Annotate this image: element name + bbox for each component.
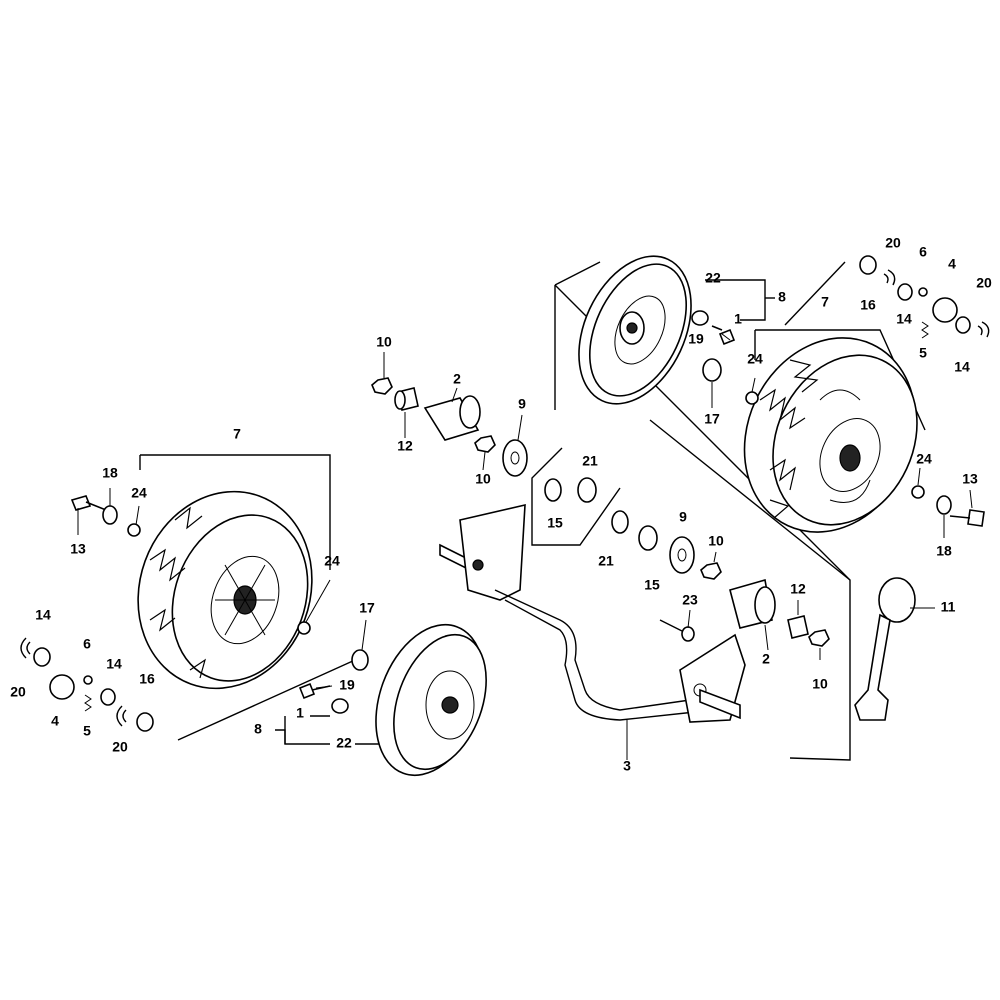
callout-20: 20 [976, 275, 992, 291]
callout-6: 6 [919, 244, 927, 260]
callout-13: 13 [962, 471, 978, 487]
callout-16: 16 [139, 671, 155, 687]
wheel-upper [743, 337, 918, 533]
callout-8: 8 [254, 721, 262, 737]
callout-10: 10 [812, 676, 828, 692]
callout-17: 17 [359, 600, 375, 616]
callout-1: 1 [296, 705, 304, 721]
small-parts [20, 255, 990, 732]
callout-1: 1 [734, 311, 742, 327]
callout-24: 24 [131, 485, 147, 501]
callout-10: 10 [475, 471, 491, 487]
callout-3: 3 [623, 758, 631, 774]
callout-24: 24 [916, 451, 932, 467]
callout-2: 2 [453, 371, 461, 387]
callout-14: 14 [106, 656, 122, 672]
callout-20: 20 [112, 739, 128, 755]
callout-14: 14 [954, 359, 970, 375]
height-lever [854, 577, 916, 721]
callout-24: 24 [324, 553, 340, 569]
callout-18: 18 [936, 543, 952, 559]
callout-22: 22 [705, 270, 721, 286]
axle-shaft [439, 503, 746, 723]
callout-14: 14 [896, 311, 912, 327]
callout-10: 10 [376, 334, 392, 350]
callout-6: 6 [83, 636, 91, 652]
callout-23: 23 [682, 592, 698, 608]
callout-9: 9 [518, 396, 526, 412]
wheel-lower [137, 490, 313, 690]
callout-4: 4 [948, 256, 956, 272]
callout-19: 19 [688, 331, 704, 347]
callout-21: 21 [598, 553, 614, 569]
callout-5: 5 [83, 723, 91, 739]
callout-12: 12 [397, 438, 413, 454]
pulley-lower [375, 623, 487, 777]
callout-20: 20 [10, 684, 26, 700]
callout-24: 24 [747, 351, 763, 367]
callout-5: 5 [919, 345, 927, 361]
callout-2: 2 [762, 651, 770, 667]
frame-lines [139, 261, 926, 761]
callout-10: 10 [708, 533, 724, 549]
callout-15: 15 [644, 577, 660, 593]
callout-labels: 1 1 2 2 3 4 4 5 5 6 6 7 7 8 8 9 9 10 10 … [10, 235, 992, 774]
callout-4: 4 [51, 713, 59, 729]
callout-11: 11 [941, 599, 956, 615]
callout-21: 21 [582, 453, 598, 469]
pulley-upper [578, 255, 692, 405]
callout-20: 20 [885, 235, 901, 251]
leader-lines [77, 333, 973, 760]
callout-8: 8 [778, 289, 786, 305]
callout-13: 13 [70, 541, 86, 557]
callout-14: 14 [35, 607, 51, 623]
callout-18: 18 [102, 465, 118, 481]
callout-22: 22 [336, 735, 352, 751]
callout-12: 12 [790, 581, 806, 597]
callout-19: 19 [339, 677, 355, 693]
callout-15: 15 [547, 515, 563, 531]
callout-7: 7 [821, 294, 829, 310]
callout-7: 7 [233, 426, 241, 442]
callout-17: 17 [704, 411, 720, 427]
callout-16: 16 [860, 297, 876, 313]
callout-9: 9 [679, 509, 687, 525]
